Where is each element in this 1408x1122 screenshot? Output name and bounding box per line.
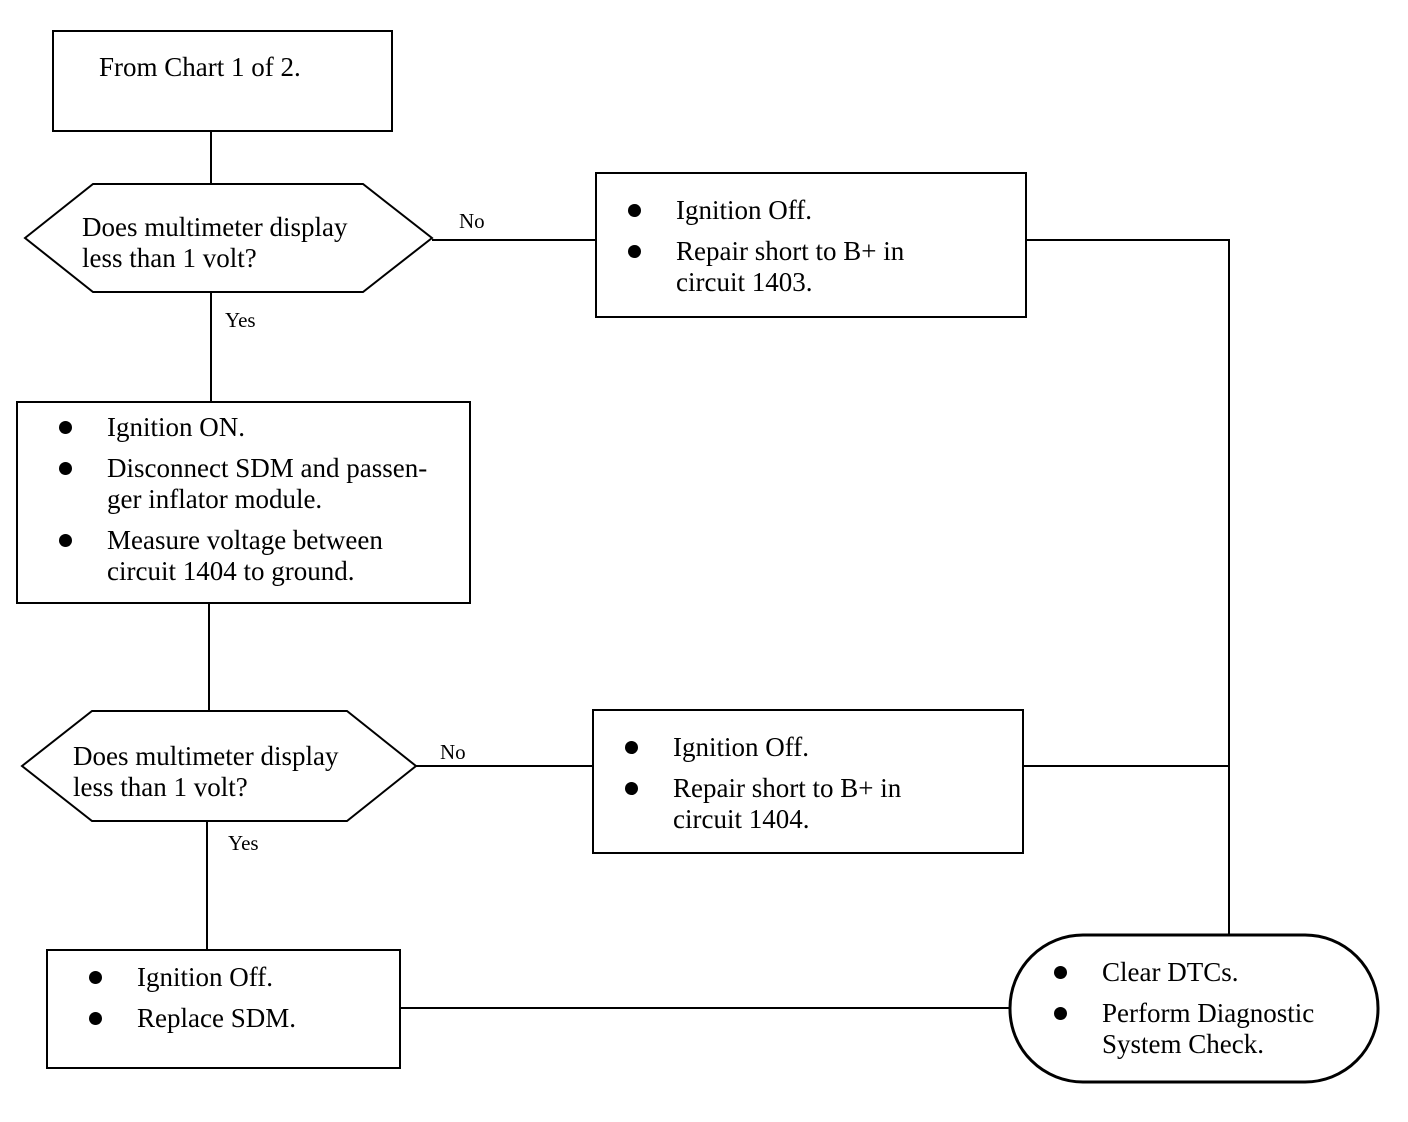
replace-sdm-content: Ignition Off. Replace SDM.	[47, 962, 400, 1034]
repair-1404-item-2-line-1: Repair short to B+ in	[673, 773, 902, 803]
bullet-icon	[59, 421, 72, 434]
measure-item-3-line-1: Measure voltage between	[107, 525, 383, 555]
replace-sdm-box	[46, 949, 401, 1069]
measure-item-1-line-1: Ignition ON.	[107, 412, 245, 442]
bullet-item: Ignition Off.	[586, 195, 1016, 226]
end-terminal	[1008, 933, 1380, 1084]
measure-1404-content: Ignition ON. Disconnect SDM and passen- …	[17, 412, 470, 587]
bullet-icon	[628, 204, 641, 217]
replace-sdm-item-1-line-1: Ignition Off.	[137, 962, 273, 992]
bullet-item: Repair short to B+ in circuit 1403.	[586, 236, 1016, 298]
connector-repair-1403-to-end	[1027, 239, 1230, 935]
end-item-2-line-2: System Check.	[1102, 1029, 1264, 1059]
bullet-icon	[89, 971, 102, 984]
decision-1-question: Does multimeter display less than 1 volt…	[82, 212, 347, 274]
bullet-item: Ignition ON.	[17, 412, 470, 443]
bullet-item: Clear DTCs.	[1012, 957, 1372, 988]
measure-item-2-line-2: ger inflator module.	[107, 484, 323, 514]
end-item-1-line-1: Clear DTCs.	[1102, 957, 1239, 987]
bullet-icon	[628, 245, 641, 258]
decision-2-question: Does multimeter display less than 1 volt…	[73, 741, 338, 803]
bullet-icon	[59, 534, 72, 547]
bullet-item: Replace SDM.	[47, 1003, 400, 1034]
repair-1403-box	[595, 172, 1027, 318]
end-content: Clear DTCs. Perform Diagnostic System Ch…	[1012, 957, 1372, 1060]
end-item-2-line-1: Perform Diagnostic	[1102, 998, 1315, 1028]
replace-sdm-item-2-line-1: Replace SDM.	[137, 1003, 296, 1033]
decision-1-line-2: less than 1 volt?	[82, 243, 257, 273]
bullet-item: Ignition Off.	[47, 962, 400, 993]
bullet-icon	[625, 782, 638, 795]
start-text: From Chart 1 of 2.	[99, 52, 301, 83]
bullet-icon	[89, 1012, 102, 1025]
bullet-item: Perform Diagnostic System Check.	[1012, 998, 1372, 1060]
bullet-item: Disconnect SDM and passen- ger inflator …	[17, 453, 470, 515]
repair-1404-item-2-line-2: circuit 1404.	[673, 804, 810, 834]
bullet-item: Measure voltage between circuit 1404 to …	[17, 525, 470, 587]
bullet-item: Repair short to B+ in circuit 1404.	[583, 773, 1013, 835]
bullet-icon	[59, 462, 72, 475]
decision-1-hexagon	[23, 183, 434, 293]
decision-2-yes-label: Yes	[228, 831, 259, 855]
decision-2-line-2: less than 1 volt?	[73, 772, 248, 802]
bullet-icon	[625, 741, 638, 754]
start-box	[52, 30, 393, 132]
repair-1403-item-2-line-2: circuit 1403.	[676, 267, 813, 297]
repair-1403-item-2-line-1: Repair short to B+ in	[676, 236, 905, 266]
repair-1404-box	[592, 709, 1024, 854]
bullet-icon	[1054, 966, 1067, 979]
bullet-icon	[1054, 1007, 1067, 1020]
decision-1-no-label: No	[459, 209, 485, 233]
decision-2-no-label: No	[440, 740, 466, 764]
measure-1404-box	[16, 401, 471, 604]
decision-2-hexagon	[20, 710, 418, 822]
decision-2-line-1: Does multimeter display	[73, 741, 339, 771]
measure-item-3-line-2: circuit 1404 to ground.	[107, 556, 355, 586]
repair-1404-item-1-line-1: Ignition Off.	[673, 732, 809, 762]
bullet-item: Ignition Off.	[583, 732, 1013, 763]
decision-1-line-1: Does multimeter display	[82, 212, 348, 242]
repair-1404-content: Ignition Off. Repair short to B+ in circ…	[583, 732, 1013, 835]
measure-item-2-line-1: Disconnect SDM and passen-	[107, 453, 428, 483]
start-label: From Chart 1 of 2.	[99, 52, 301, 82]
repair-1403-item-1-line-1: Ignition Off.	[676, 195, 812, 225]
decision-1-yes-label: Yes	[225, 308, 256, 332]
repair-1403-content: Ignition Off. Repair short to B+ in circ…	[586, 195, 1016, 298]
